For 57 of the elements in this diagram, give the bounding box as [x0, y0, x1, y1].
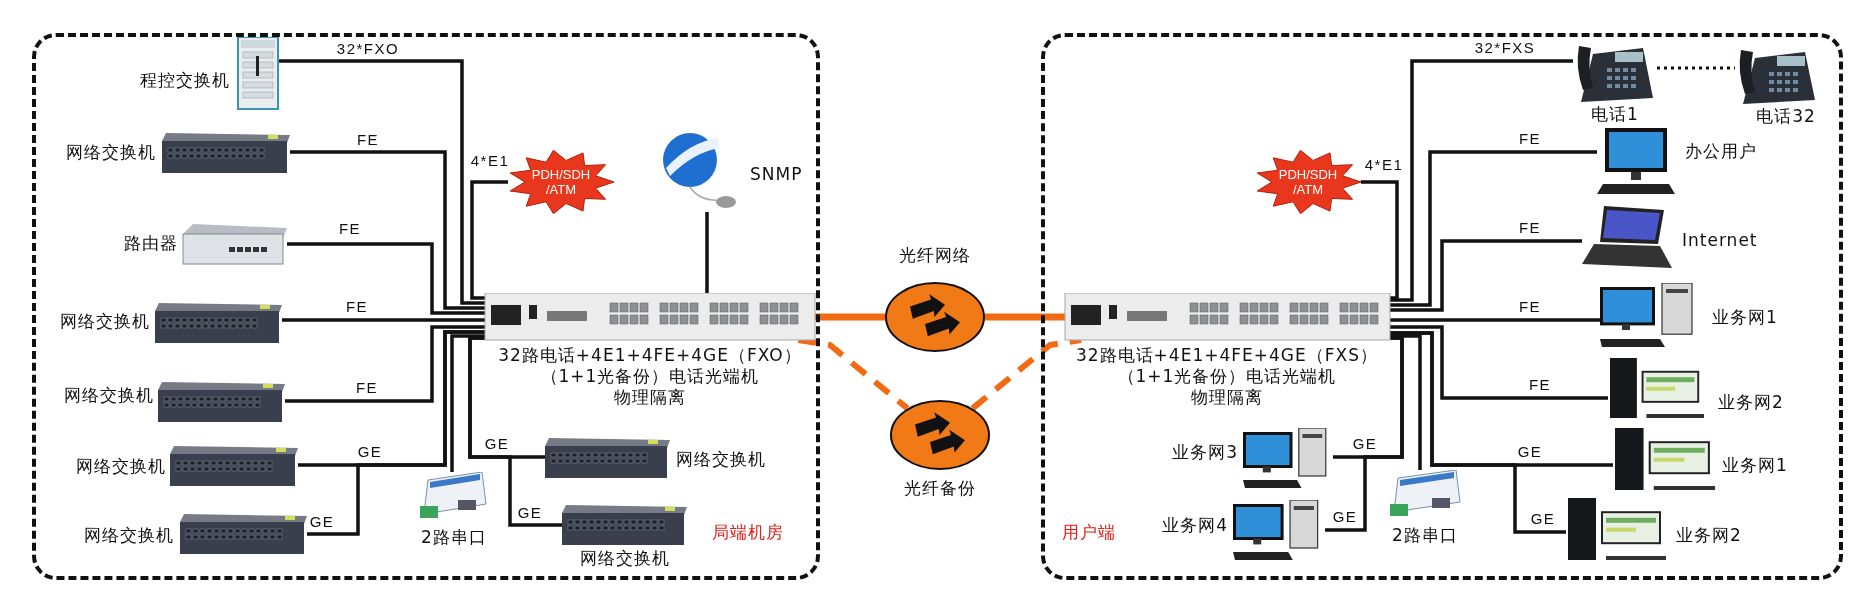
device-label: 业务网4 — [1161, 515, 1228, 536]
connector-line — [468, 336, 562, 527]
device-label: 网络交换机 — [579, 548, 671, 569]
device-caption: （1+1光备份）电话光端机 — [539, 366, 761, 387]
network-cloud-label: PDH/SDH /ATM — [530, 167, 592, 197]
device-label: 网络交换机 — [63, 385, 154, 406]
connector-line — [282, 318, 485, 322]
device-label: 网络交换机 — [676, 449, 767, 470]
device-caption: 物理隔离 — [1190, 387, 1264, 408]
connector-line — [307, 330, 485, 536]
connector-line — [1657, 66, 1735, 70]
dashed-region — [32, 33, 820, 580]
device-label: 电话32 — [1755, 106, 1817, 127]
connector-line — [1325, 336, 1404, 532]
device-label: 2路串口 — [1391, 525, 1459, 546]
device-caption: 物理隔离 — [613, 387, 687, 408]
connector-line — [450, 334, 485, 472]
connector-line — [1390, 239, 1582, 312]
region-label: 局端机房 — [712, 522, 785, 543]
device-label: 光纤网络 — [898, 245, 972, 266]
device-label: 业务网1 — [1712, 307, 1779, 328]
connector-line — [287, 242, 485, 315]
connector-line — [470, 180, 508, 300]
device-caption: （1+1光备份）电话光端机 — [1116, 366, 1338, 387]
device-label: 路由器 — [123, 233, 178, 254]
connector-line — [705, 212, 709, 293]
device-label: 2路串口 — [420, 527, 488, 548]
connector-line — [985, 313, 1065, 321]
connector-line — [1361, 180, 1399, 300]
connector-line — [1390, 150, 1597, 307]
device-caption: 32路电话+4E1+4FE+4GE（FXO） — [497, 345, 803, 366]
device-label: 光纤备份 — [903, 478, 977, 499]
device-label: SNMP — [750, 164, 804, 185]
device-label: 网络交换机 — [59, 311, 150, 332]
connector-line — [279, 59, 485, 305]
device-label: 办公用户 — [1685, 141, 1758, 162]
device-caption: 32路电话+4E1+4FE+4GE（FXS） — [1075, 345, 1379, 366]
region-label: 用户端 — [1062, 522, 1117, 543]
connector-line — [1390, 318, 1600, 322]
dashed-region — [1041, 33, 1843, 580]
device-label: 业务网2 — [1676, 525, 1743, 546]
device-label: 网络交换机 — [83, 525, 174, 546]
device-label: 网络交换机 — [65, 142, 156, 163]
connector-line — [1390, 331, 1566, 534]
connector-line — [285, 325, 485, 403]
device-label: 业务网2 — [1718, 392, 1785, 413]
device-label: Internet — [1682, 230, 1759, 251]
network-cloud-label: PDH/SDH /ATM — [1277, 167, 1339, 197]
device-label: 网络交换机 — [75, 456, 166, 477]
connector-line — [1390, 325, 1608, 400]
connector-line — [290, 150, 485, 310]
device-label: 业务网1 — [1722, 455, 1789, 476]
device-label: 业务网3 — [1171, 442, 1238, 463]
device-label: 电话1 — [1590, 104, 1640, 125]
connector-line — [1390, 59, 1573, 302]
device-label: 程控交换机 — [139, 70, 230, 91]
connector-line — [1390, 334, 1422, 470]
